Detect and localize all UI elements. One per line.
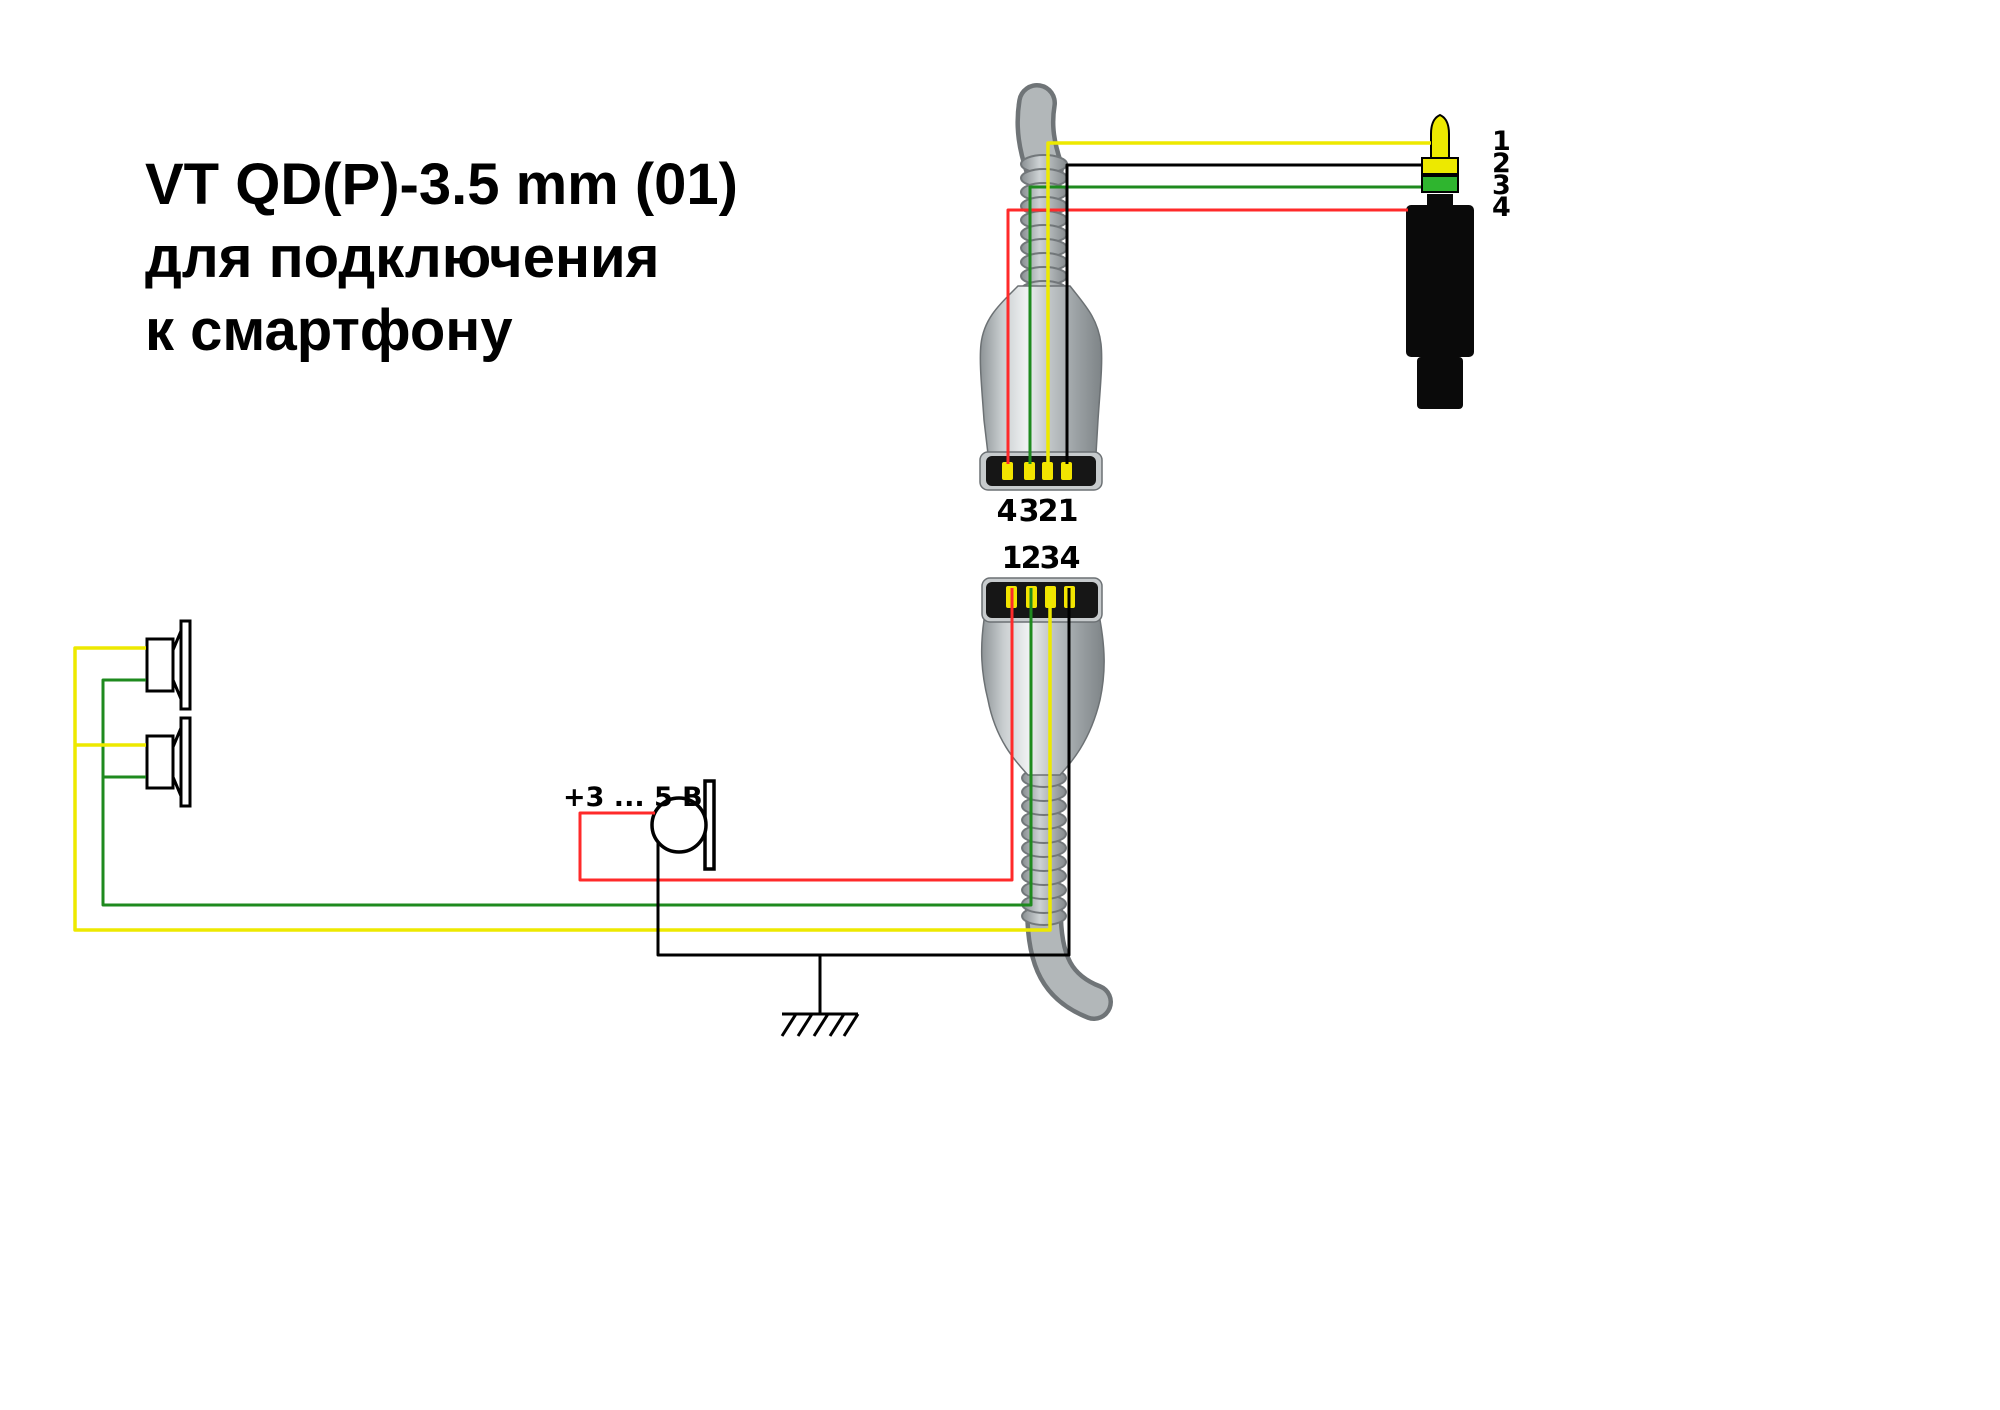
speaker-top xyxy=(145,619,192,711)
speaker-magnet xyxy=(145,637,175,693)
lower-qd-connector: 1 2 3 4 xyxy=(980,541,1113,1021)
wires xyxy=(73,141,1431,1014)
upper-qd-connector: 4 3 2 1 xyxy=(979,83,1103,529)
ground-hatch xyxy=(812,1013,830,1037)
wire-black-upper xyxy=(1065,163,1421,464)
microphone-capsule xyxy=(650,796,708,854)
lower-contact-strip xyxy=(986,582,1098,618)
jack-pin-label-1: 1 xyxy=(1492,126,1511,157)
title-line-1: VT QD(P)-3.5 mm (01) xyxy=(145,152,738,217)
jack-ring-green xyxy=(1421,175,1459,193)
speaker-magnet xyxy=(145,734,175,790)
jack-3-5mm: 1 2 3 4 xyxy=(1406,113,1511,409)
lower-pin-label-3: 3 xyxy=(1040,541,1061,576)
lower-pin-label-4: 4 xyxy=(1060,541,1081,576)
upper-contact-3 xyxy=(1024,462,1035,480)
jack-ring-yellow xyxy=(1421,157,1459,175)
ground-symbol xyxy=(780,1012,860,1037)
speaker-bottom xyxy=(145,716,192,808)
microphone: +3 ... 5 В xyxy=(563,779,716,871)
lower-pin-label-1: 1 xyxy=(1002,541,1023,576)
wire-yellow-lower xyxy=(73,588,1052,932)
wire-yellow-upper xyxy=(1046,141,1431,464)
ground-hatch xyxy=(842,1013,860,1037)
jack-sleeve-lower xyxy=(1417,357,1463,409)
jack-pin-label-2: 2 xyxy=(1492,148,1511,179)
title-line-3: к смартфону xyxy=(145,298,513,364)
jack-body xyxy=(1406,205,1474,357)
upper-pin-label-2: 2 xyxy=(1038,494,1059,529)
speaker-flange xyxy=(179,716,192,808)
upper-contact-4 xyxy=(1002,462,1013,480)
upper-pin-label-1: 1 xyxy=(1058,494,1079,529)
ground-hatch xyxy=(780,1013,798,1037)
wire-black-lower xyxy=(656,588,1071,1014)
wire-red-upper xyxy=(1006,208,1408,464)
title-line-2: для подключения xyxy=(145,225,660,291)
jack-neck xyxy=(1427,194,1453,205)
wire-green-upper xyxy=(1028,185,1421,464)
jack-pin-label-3: 3 xyxy=(1492,170,1511,201)
wire-green-lower xyxy=(101,588,1033,907)
lower-connector-body xyxy=(980,619,1105,776)
mic-voltage-label: +3 ... 5 В xyxy=(563,782,703,813)
jack-tip xyxy=(1430,113,1450,159)
speaker-flange xyxy=(179,619,192,711)
upper-cable-corrugation xyxy=(1020,154,1068,300)
jack-pin-label-4: 4 xyxy=(1492,192,1511,223)
upper-connector-body xyxy=(979,285,1103,455)
lower-pin-label-2: 2 xyxy=(1021,541,1042,576)
lower-cable-corrugation xyxy=(1021,768,1067,926)
upper-pin-label-4: 4 xyxy=(997,494,1018,529)
upper-contact-1 xyxy=(1061,462,1072,480)
upper-pin-label-3: 3 xyxy=(1019,494,1040,529)
diagram-title: VT QD(P)-3.5 mm (01) для подключения к с… xyxy=(145,148,738,367)
ground-hatch xyxy=(796,1013,814,1037)
wire-red-lower xyxy=(578,588,1014,882)
ground-hatch xyxy=(828,1013,846,1037)
upper-contact-2 xyxy=(1042,462,1053,480)
